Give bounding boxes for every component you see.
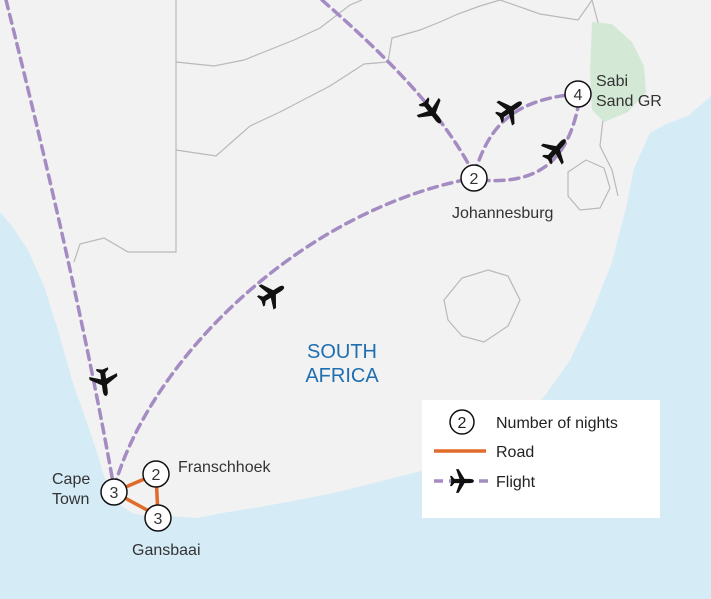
stop-johannesburg: 2 Johannesburg <box>452 164 553 222</box>
gansbaai-nights: 3 <box>154 511 163 528</box>
sabi-label-line1: Sabi <box>596 73 628 90</box>
cape-town-label-line1: Cape <box>52 471 90 488</box>
legend-nights-label: Number of nights <box>496 415 618 432</box>
numbered-circle-icon <box>460 164 488 192</box>
flight-route-johannesburg-sabi-lower <box>478 94 582 183</box>
numbered-circle-icon <box>142 460 170 488</box>
flight-routes <box>4 0 582 490</box>
botswana-border <box>175 0 363 67</box>
sabi-sand-park <box>590 22 646 122</box>
johannesburg-label: Johannesburg <box>452 205 553 222</box>
country-label-line1: SOUTH <box>307 341 377 363</box>
stop-sabi-sand: 4 Sabi Sand GR <box>564 73 662 110</box>
flight-route-north-to-johannesburg <box>320 0 476 176</box>
legend-road-label: Road <box>496 444 534 461</box>
cape-town-label-line2: Town <box>52 491 89 508</box>
legend-flight-label: Flight <box>496 474 536 491</box>
zimbabwe-border <box>499 0 593 21</box>
cape-town-nights: 3 <box>110 485 119 502</box>
stop-franschhoek: 2 Franschhoek <box>142 459 271 488</box>
franschhoek-label: Franschhoek <box>178 459 271 476</box>
numbered-circle-icon <box>144 504 172 532</box>
stop-cape-town: 3 Cape Town <box>52 471 128 508</box>
numbered-circle-icon <box>449 409 475 435</box>
gansbaai-label: Gansbaai <box>132 542 201 559</box>
sabi-label-line2: Sand GR <box>596 93 662 110</box>
lesotho-border <box>443 269 521 343</box>
flight-route-cape-town-johannesburg <box>112 176 476 490</box>
numbered-circle-icon <box>564 80 592 108</box>
flight-route-north-to-cape-town <box>4 0 116 490</box>
legend-nights-sample: 2 <box>458 415 467 432</box>
sabi-nights: 4 <box>574 87 583 104</box>
land-mass <box>0 0 711 518</box>
namibia-border <box>73 0 177 263</box>
stop-gansbaai: 3 Gansbaai <box>132 504 201 559</box>
franschhoek-nights: 2 <box>152 467 161 484</box>
numbered-circle-icon <box>100 478 128 506</box>
johannesburg-nights: 2 <box>470 171 479 188</box>
eswatini-border <box>567 159 611 211</box>
map-legend: 2 Number of nights Road Flight <box>422 400 660 518</box>
country-label-line2: AFRICA <box>305 365 379 387</box>
